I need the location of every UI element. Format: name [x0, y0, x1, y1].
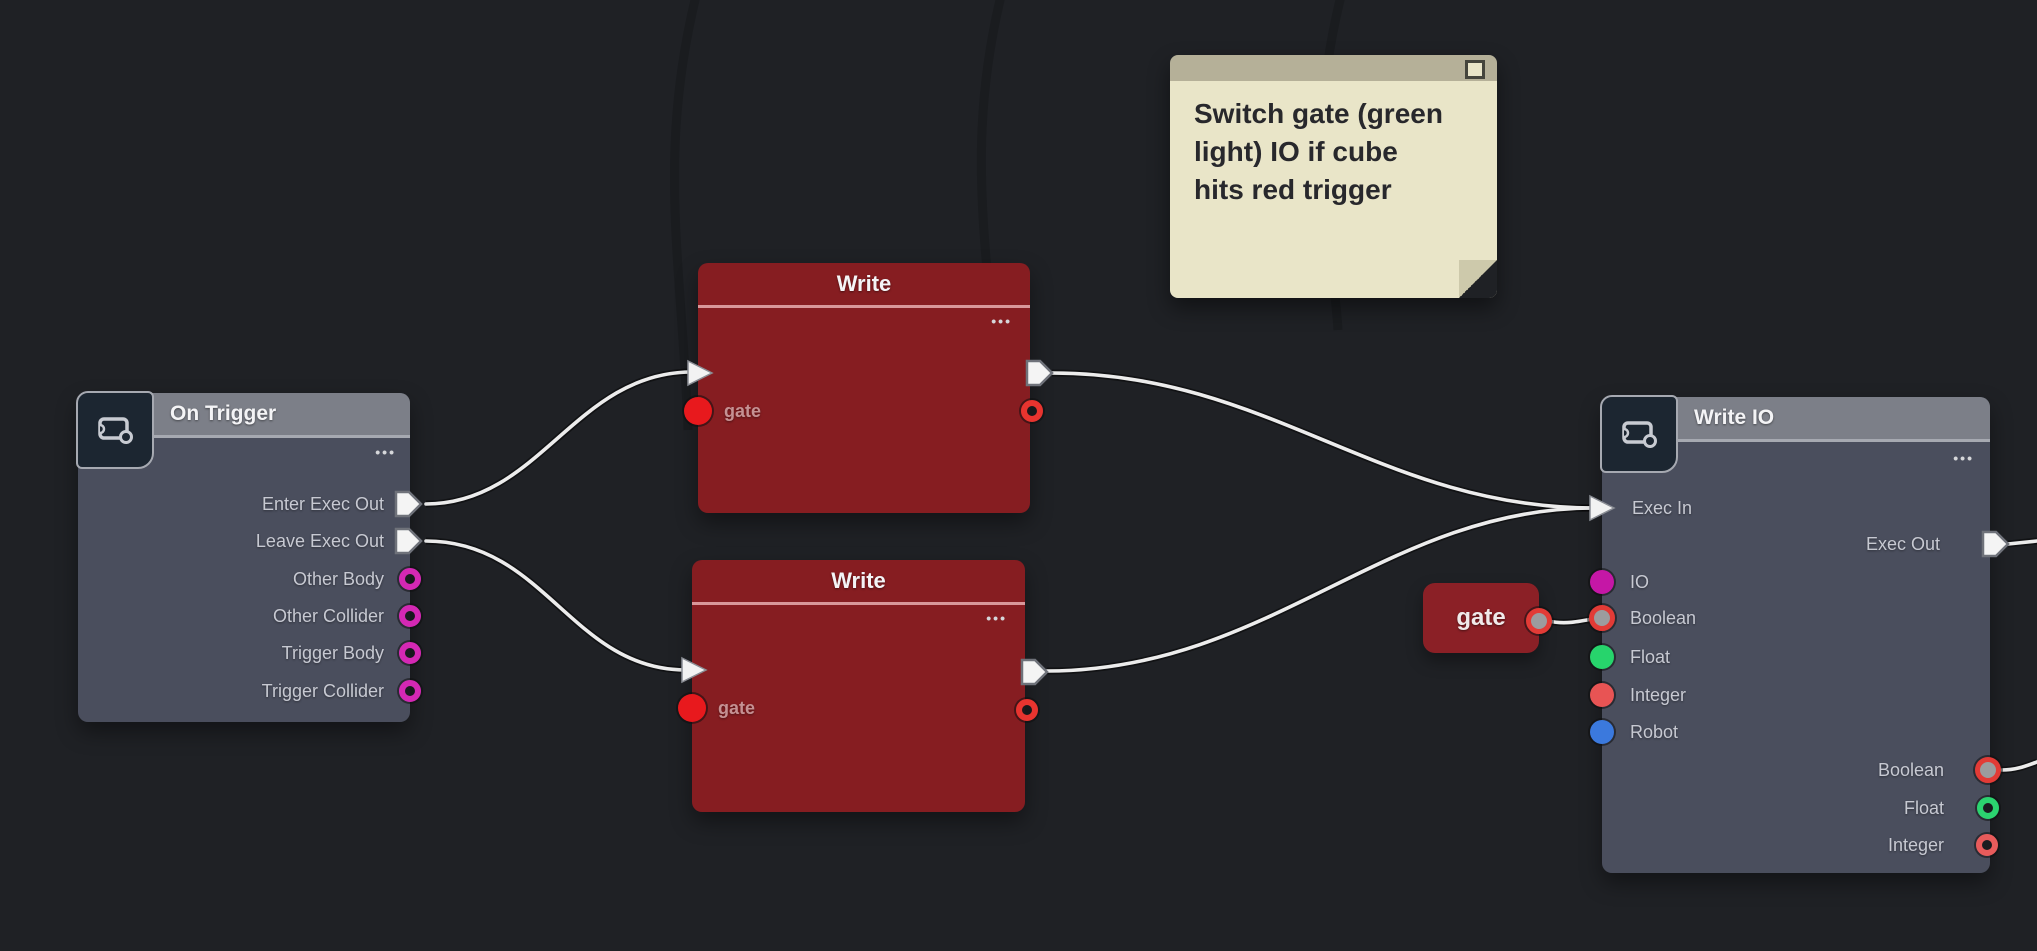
port-gate-input[interactable]	[678, 694, 706, 722]
node-write-top[interactable]: Write ••• gate	[684, 263, 1054, 513]
port-enter-exec-out[interactable]	[394, 490, 424, 523]
port-label-trigger-collider: Trigger Collider	[261, 681, 384, 701]
port-other-collider[interactable]	[399, 605, 421, 627]
port-label-robot-in: Robot	[1630, 722, 1679, 742]
port-label-float-in: Float	[1630, 647, 1671, 667]
port-label-integer-in: Integer	[1630, 685, 1687, 705]
event-ticket-icon	[1622, 421, 1657, 448]
header-separator	[692, 602, 1025, 605]
port-label-integer-out: Integer	[1887, 835, 1944, 855]
event-badge	[1600, 395, 1678, 473]
note-folded-corner-icon	[1459, 260, 1497, 298]
wire-execout-offscreen[interactable]	[2006, 539, 2037, 546]
port-label-enter-exec-out: Enter Exec Out	[261, 494, 384, 514]
port-exec-in[interactable]	[685, 358, 715, 393]
port-label-float-out: Float	[1903, 798, 1944, 818]
port-gate-value-out[interactable]	[1526, 608, 1552, 634]
node-gate-variable[interactable]: gate	[1423, 583, 1552, 653]
port-label-gate: gate	[724, 401, 762, 421]
port-trigger-collider[interactable]	[399, 680, 421, 702]
port-robot-input[interactable]	[1590, 720, 1614, 744]
wire-write-bottom-to-writeio[interactable]	[1045, 506, 1596, 673]
port-gate-input[interactable]	[684, 397, 712, 425]
port-boolean-input[interactable]	[1589, 605, 1615, 631]
node-menu-button[interactable]: •••	[1953, 450, 1974, 466]
port-exec-in[interactable]	[679, 655, 709, 690]
port-exec-out[interactable]	[1025, 359, 1055, 392]
node-on-trigger[interactable]: On Trigger ••• Enter Exec Out Leave Exec…	[76, 391, 423, 722]
sticky-note-body	[1170, 81, 1497, 298]
node-menu-button[interactable]: •••	[991, 313, 1012, 329]
node-write-io[interactable]: Write IO ••• Exec In IO Boolean Float In…	[1589, 395, 2010, 873]
wire-enter-exec-to-write-top[interactable]	[424, 370, 694, 506]
event-badge	[76, 391, 154, 469]
node-menu-button[interactable]: •••	[986, 610, 1007, 626]
port-boolean-output[interactable]	[1975, 757, 2001, 783]
note-collapse-icon[interactable]	[1465, 60, 1485, 79]
port-label-boolean-in: Boolean	[1630, 608, 1697, 628]
port-boolean-out[interactable]	[1016, 699, 1038, 721]
node-title: Write IO	[1694, 406, 1775, 429]
gate-variable-label: gate	[1456, 604, 1506, 631]
node-title: Write	[836, 271, 892, 296]
port-float-output[interactable]	[1977, 797, 1999, 819]
port-float-input[interactable]	[1590, 645, 1614, 669]
port-label-exec-out: Exec Out	[1865, 534, 1940, 554]
port-leave-exec-out[interactable]	[394, 527, 424, 560]
wire-leave-exec-to-write-bottom[interactable]	[424, 539, 688, 672]
port-integer-input[interactable]	[1590, 683, 1614, 707]
port-trigger-body[interactable]	[399, 642, 421, 664]
sticky-note[interactable]: Switch gate (green light) IO if cube hit…	[1170, 55, 1497, 298]
event-ticket-icon	[98, 417, 133, 444]
wire-booleanout-offscreen[interactable]	[2000, 760, 2037, 772]
port-label-boolean-out: Boolean	[1877, 760, 1944, 780]
node-menu-button[interactable]: •••	[375, 444, 396, 460]
port-label-other-body: Other Body	[292, 569, 384, 589]
port-label-trigger-body: Trigger Body	[281, 643, 384, 663]
node-write-bottom[interactable]: Write ••• gate	[678, 560, 1049, 812]
port-label-leave-exec-out: Leave Exec Out	[255, 531, 384, 551]
port-exec-out[interactable]	[1020, 658, 1050, 691]
port-other-body[interactable]	[399, 568, 421, 590]
port-label-gate: gate	[718, 698, 756, 718]
sticky-note-text: Switch gate (green light) IO if cube hit…	[1194, 98, 1443, 205]
wire-write-top-to-writeio[interactable]	[1050, 371, 1596, 510]
port-label-other-collider: Other Collider	[272, 606, 384, 626]
header-separator	[698, 305, 1030, 308]
port-label-io: IO	[1630, 572, 1650, 592]
port-exec-out[interactable]	[1981, 530, 2011, 563]
port-boolean-out[interactable]	[1021, 400, 1043, 422]
sticky-note-header[interactable]	[1170, 55, 1497, 81]
port-integer-output[interactable]	[1976, 834, 1998, 856]
node-title: Write	[831, 568, 886, 593]
node-title: On Trigger	[170, 402, 277, 425]
port-io-input[interactable]	[1590, 570, 1614, 594]
port-label-exec-in: Exec In	[1632, 498, 1693, 518]
port-exec-in[interactable]	[1587, 493, 1617, 528]
